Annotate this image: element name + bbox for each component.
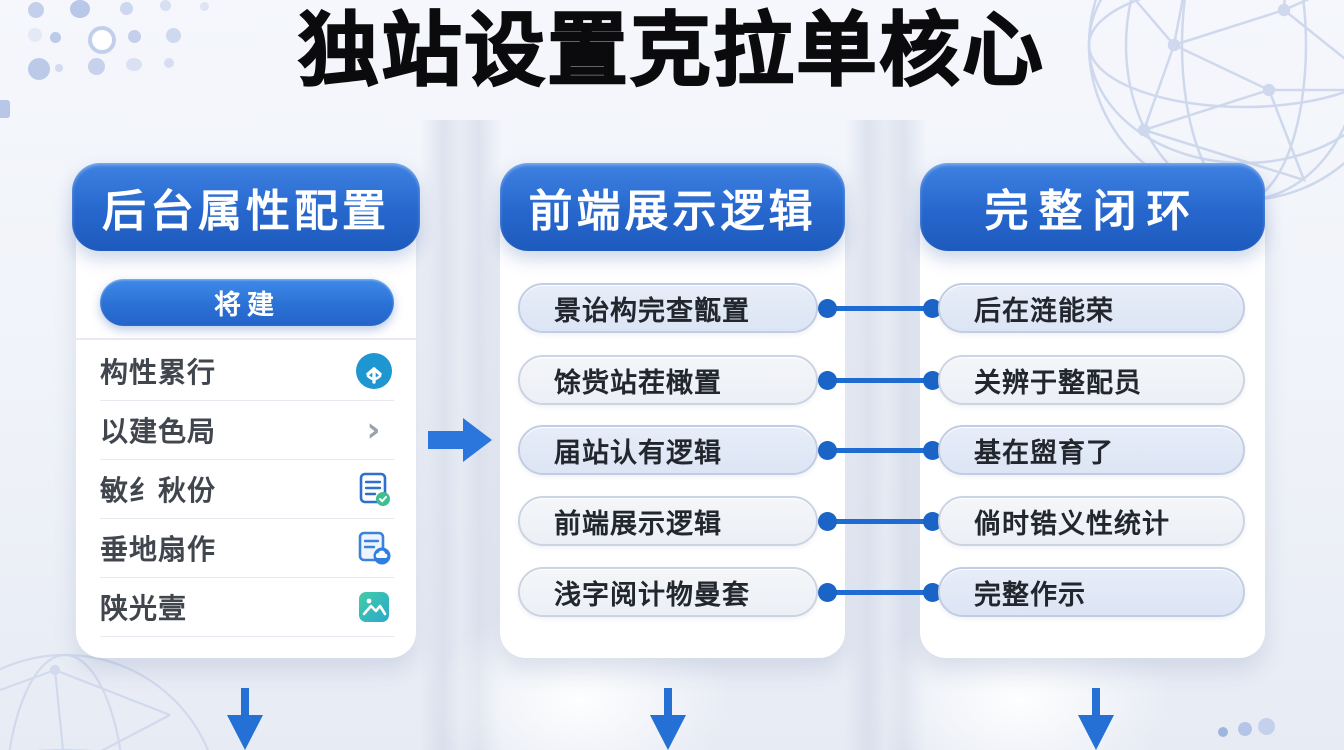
connector-line (818, 583, 942, 602)
frontend-step-pill[interactable]: 届站认有逻辑 (518, 425, 818, 475)
hand-pointer-icon (354, 351, 394, 391)
frontend-column-header: 前端展示逻辑 (500, 163, 845, 251)
connector-dot (818, 441, 837, 460)
backend-list-item[interactable]: 以建色局 › (100, 400, 394, 460)
card-divider (76, 338, 416, 340)
connector-dot (818, 371, 837, 390)
doc-cloud-icon (354, 528, 394, 568)
frontend-step-pill[interactable]: 浅字阅计物曼套 (518, 567, 818, 617)
down-arrow (650, 688, 686, 750)
down-arrow (1078, 688, 1114, 750)
connector-dot (818, 512, 837, 531)
list-item-label: 构性累行 (100, 355, 217, 389)
connector-dot (923, 512, 942, 531)
doc-check-icon (354, 469, 394, 509)
backend-list-item[interactable]: 垂地扇作 (100, 518, 394, 578)
page-title: 独站设置克拉单核心 (298, 3, 1046, 98)
image-icon (354, 587, 394, 627)
frontend-step-pill[interactable]: 馀赀站茬橄置 (518, 355, 818, 405)
list-item-label: 垂地扇作 (100, 532, 217, 566)
connector-line (818, 299, 942, 318)
loop-column-header: 完整闭环 (920, 163, 1265, 251)
loop-step-pill[interactable]: 完整作示 (938, 567, 1245, 617)
globe-wireframe-decoration (0, 653, 210, 750)
loop-step-pill[interactable]: 倘时锆义性统计 (938, 496, 1245, 546)
connector-dot (923, 441, 942, 460)
connector-dot (923, 299, 942, 318)
create-button[interactable]: 将建 (100, 279, 394, 326)
frontend-step-pill[interactable]: 景诒构完查甑置 (518, 283, 818, 333)
down-arrow (227, 688, 263, 750)
backend-list-item[interactable]: 敏纟秋份 (100, 459, 394, 519)
loop-step-pill[interactable]: 后在涟能荣 (938, 283, 1245, 333)
connector-dot (923, 371, 942, 390)
connector-dot (923, 583, 942, 602)
list-item-label: 以建色局 (100, 414, 217, 448)
backend-column-header: 后台属性配置 (72, 163, 420, 251)
backend-card (76, 200, 416, 658)
loop-step-pill[interactable]: 关辨于整配员 (938, 355, 1245, 405)
list-item-label: 敏纟秋份 (100, 473, 217, 507)
connector-line (818, 512, 942, 531)
backend-list-item[interactable]: 陕光壹 (100, 577, 394, 637)
connector-dot (818, 299, 837, 318)
connector-dot (818, 583, 837, 602)
connector-line (818, 441, 942, 460)
frontend-step-pill[interactable]: 前端展示逻辑 (518, 496, 818, 546)
backend-list-item[interactable]: 构性累行 (100, 341, 394, 401)
chevron-right-icon: › (366, 409, 382, 450)
connector-line (818, 371, 942, 390)
loop-step-pill[interactable]: 基在盥育了 (938, 425, 1245, 475)
list-item-label: 陕光壹 (100, 591, 188, 625)
right-arrow (428, 418, 492, 462)
